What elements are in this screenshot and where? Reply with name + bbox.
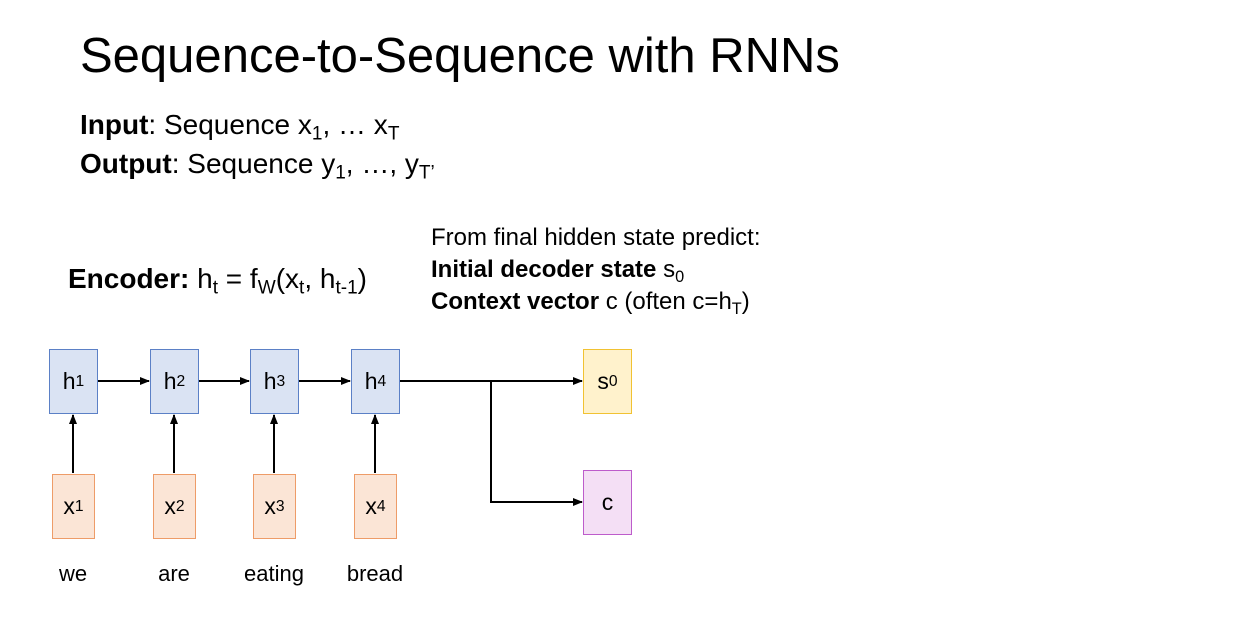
input-line: Input: Sequence x1, … xT xyxy=(80,107,400,145)
encoder-sub: t xyxy=(299,277,305,299)
output-sub-t: T’ xyxy=(418,162,435,184)
predict-text: c (often c=h xyxy=(599,288,732,315)
node-label: x xyxy=(365,493,377,519)
node-label: x xyxy=(264,493,276,519)
output-sub-1: 1 xyxy=(335,162,346,184)
output-line: Output: Sequence y1, …, yT’ xyxy=(80,146,435,184)
input-mid: , … x xyxy=(322,109,388,140)
word-bread: bread xyxy=(346,561,404,586)
predict-line-1: From final hidden state predict: xyxy=(431,224,761,251)
input-sub-t: T xyxy=(387,123,400,145)
encoder-eq-part: , h xyxy=(304,263,336,294)
output-text: : Sequence y xyxy=(171,148,336,179)
encoder-eq-part: h xyxy=(189,263,213,294)
context-vector-c: c xyxy=(583,470,632,535)
word-we: we xyxy=(58,561,88,586)
word-are: are xyxy=(158,561,190,586)
predict-bold: Context vector xyxy=(431,288,600,315)
node-label: h xyxy=(163,368,177,394)
output-label: Output xyxy=(80,148,172,179)
encoder-sub: W xyxy=(257,277,276,299)
predict-sub: 0 xyxy=(675,267,685,286)
node-label: s xyxy=(597,368,609,394)
word-eating: eating xyxy=(244,561,304,586)
encoder-sub: t-1 xyxy=(335,277,358,299)
arrow-h4-c xyxy=(490,381,583,506)
encoder-eq-part: ) xyxy=(357,263,367,294)
predict-sub: T xyxy=(731,299,742,318)
input-text: : Sequence x xyxy=(148,109,312,140)
node-label: c xyxy=(601,489,614,515)
predict-line-2: Initial decoder state s0 xyxy=(431,254,684,286)
encoder-sub: t xyxy=(212,277,219,299)
encoder-eq-part: (x xyxy=(275,263,300,294)
predict-text: ) xyxy=(741,288,750,315)
input-label: Input xyxy=(80,109,149,140)
predict-text: s xyxy=(656,256,676,283)
node-label: x xyxy=(164,493,176,519)
encoder-equation: Encoder: ht = fW(xt, ht-1) xyxy=(68,261,367,299)
slide-title: Sequence-to-Sequence with RNNs xyxy=(80,29,840,83)
predict-line-3: Context vector c (often c=hT) xyxy=(431,286,750,318)
node-label: x xyxy=(63,493,75,519)
output-mid: , …, y xyxy=(345,148,419,179)
node-label: h xyxy=(263,368,277,394)
node-label: h xyxy=(364,368,378,394)
input-sub-1: 1 xyxy=(311,123,323,145)
encoder-label: Encoder: xyxy=(68,263,190,294)
predict-bold: Initial decoder state xyxy=(431,256,657,283)
encoder-eq-part: = f xyxy=(218,263,258,294)
node-label: h xyxy=(62,368,76,394)
